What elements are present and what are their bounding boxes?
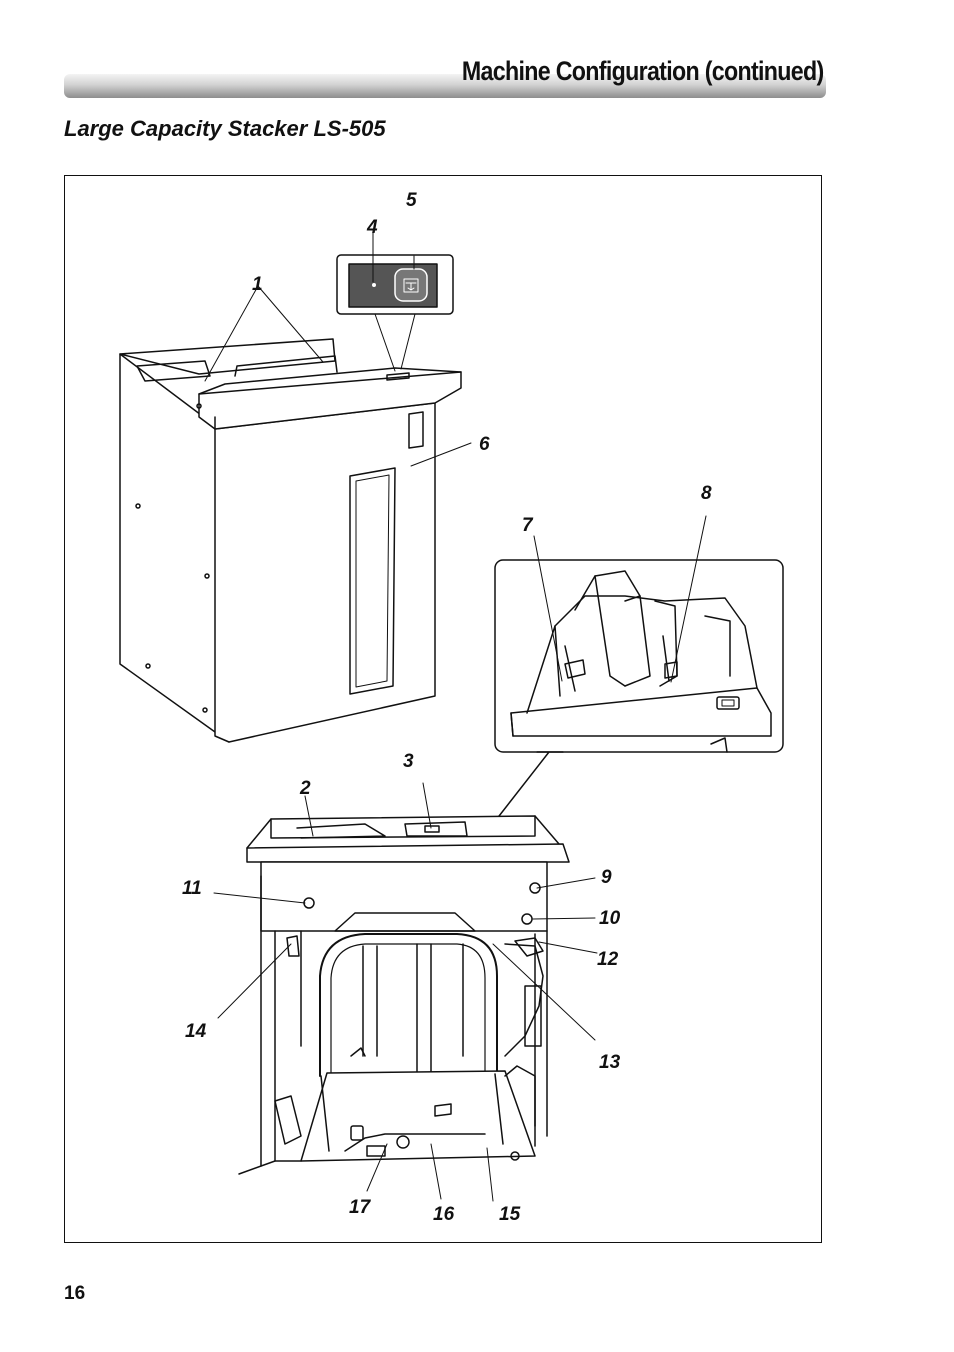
callout-13: 13 [599,1052,621,1073]
header-bar [64,74,826,98]
stacker-illustration [119,232,784,1202]
callout-1: 1 [252,274,263,295]
page-number: 16 [64,1283,86,1304]
callout-4: 4 [367,217,378,238]
callout-12: 12 [597,949,619,970]
callout-10: 10 [599,908,621,929]
callout-3: 3 [403,751,414,772]
section-title: Large Capacity Stacker LS-505 [64,116,386,141]
callout-5: 5 [406,190,417,211]
callout-14: 14 [185,1021,207,1042]
control-panel-inset [336,254,454,372]
stacker-open-view [238,815,570,1175]
callout-17: 17 [349,1197,371,1218]
inset-detail-open-top [484,559,784,835]
callout-7: 7 [522,515,533,536]
figure-frame: 1 2 3 4 5 6 7 8 9 10 11 12 13 14 15 16 1… [64,175,822,1243]
callout-2: 2 [300,778,311,799]
callout-9: 9 [601,867,612,888]
callout-8: 8 [701,483,712,504]
stacker-closed-view [119,338,462,743]
callout-15: 15 [499,1204,521,1225]
callout-11: 11 [182,878,202,899]
page-title: Machine Configuration (continued) [462,56,824,86]
callout-6: 6 [479,434,490,455]
callout-16: 16 [433,1204,455,1225]
leader-lines [204,232,707,1202]
